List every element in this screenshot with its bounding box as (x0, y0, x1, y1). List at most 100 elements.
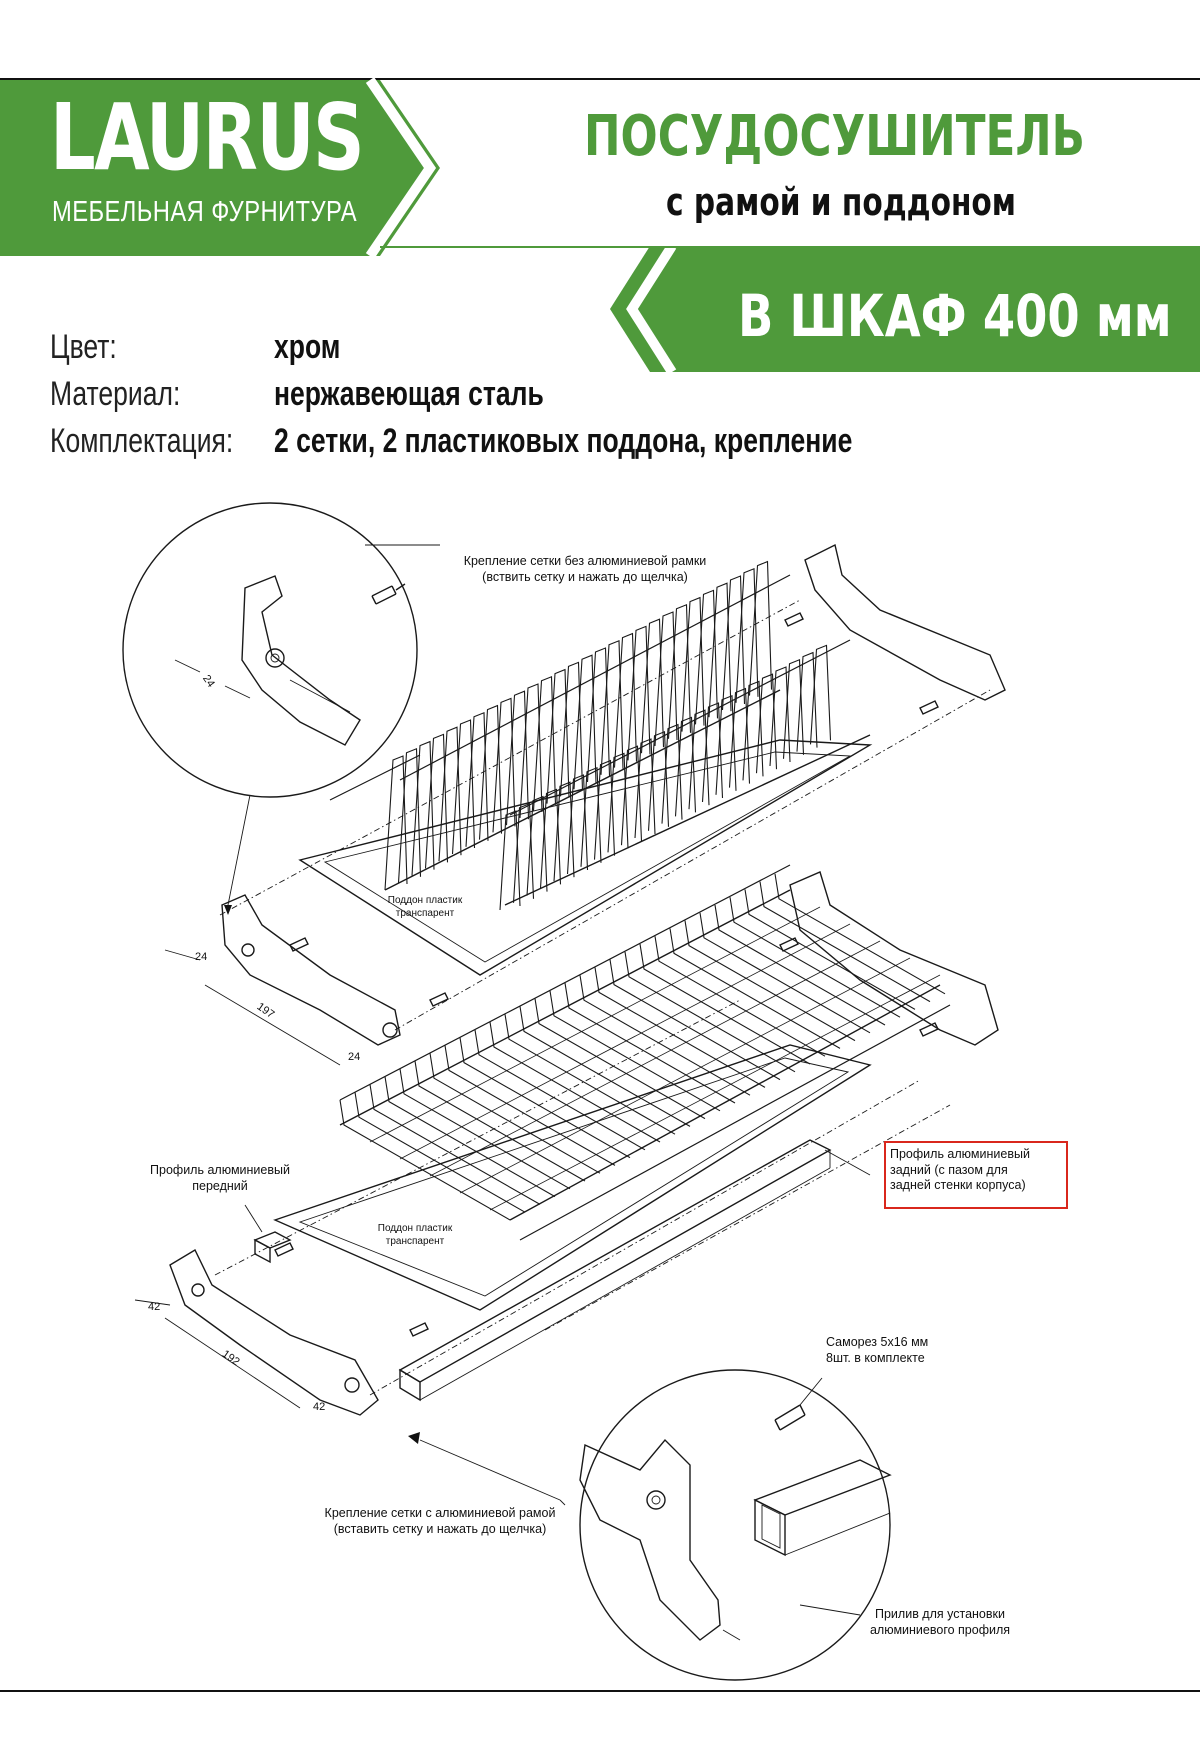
rack-wire (593, 759, 616, 860)
rack-wire (329, 754, 421, 801)
rack-wire (624, 951, 796, 1073)
rack-wire (519, 1004, 951, 1241)
rack-wire (594, 967, 766, 1088)
rack-wire (627, 625, 651, 761)
spec-label: Комплектация: (50, 422, 234, 460)
rack-wire (647, 731, 670, 831)
rack-wire (459, 957, 911, 1194)
rack-wire (489, 1021, 661, 1143)
rack-wire (796, 651, 818, 752)
spec-label: Материал: (50, 375, 181, 413)
rack-wire (384, 689, 781, 891)
rack-wire (564, 982, 736, 1104)
spec-label: Цвет: (50, 328, 117, 366)
front-aluminium-profile (253, 1231, 292, 1264)
cabinet-size-badge: В ШКАФ 400 мм (738, 282, 1172, 350)
rack-wire (339, 889, 791, 1126)
detail-bracket-top (241, 575, 361, 746)
rack-wire (721, 575, 746, 711)
rack-wire (708, 582, 732, 718)
screw-icon (774, 1404, 806, 1431)
rack-wire (769, 666, 791, 767)
lower-plate-rack (339, 864, 951, 1241)
rack-wire (499, 810, 521, 911)
dimension-label: 24 (348, 1051, 360, 1063)
lower-tray (273, 1044, 872, 1311)
rack-wire (688, 709, 710, 810)
rack-wire (444, 1045, 616, 1166)
rack-wire (512, 803, 535, 903)
rack-wire (438, 726, 462, 862)
upper-right-bracket-lower (789, 871, 999, 1046)
rack-wire (424, 733, 449, 869)
rack-wire (654, 611, 678, 747)
rack-wire (504, 1014, 676, 1135)
screw-icon (371, 583, 406, 605)
rack-wire (699, 912, 871, 1034)
rack-wire (559, 661, 584, 797)
rack-wire (539, 788, 562, 889)
rack-wire (701, 702, 724, 803)
note-screws: Саморез 5х16 мм 8шт. в комплекте (826, 1335, 929, 1365)
dimension-label: 197 (255, 1001, 277, 1021)
note-top-mount: Крепление сетки без алюминиевой рамки (в… (463, 554, 707, 584)
rack-wire (667, 603, 692, 739)
spec-value: 2 сетки, 2 пластиковых поддона, креплени… (274, 422, 853, 460)
brand-tagline: МЕБЕЛЬНАЯ ФУРНИТУРА (52, 196, 357, 228)
rack-wire (681, 596, 705, 732)
rack-wire (339, 1099, 511, 1221)
detail-bracket-bottom (579, 1438, 721, 1641)
dimension-label: 24 (200, 673, 217, 690)
rear-aluminium-profile (398, 1139, 832, 1402)
rack-wire (755, 673, 778, 774)
rack-wire (553, 781, 575, 882)
detail-circle-bottom (579, 1369, 891, 1681)
upper-plate-rack (329, 560, 871, 911)
rack-wire (369, 1084, 541, 1205)
rack-wire (549, 990, 721, 1112)
rack-wire (384, 755, 408, 891)
rack-wire (748, 560, 773, 696)
rack-wire (532, 675, 557, 811)
brand-logo: LAURUS (50, 84, 365, 191)
screw-icon (274, 612, 939, 1337)
rack-wire (526, 795, 548, 896)
note-rear-profile: Профиль алюминиевый задний (с пазом для … (890, 1147, 1030, 1193)
rack-wire (634, 738, 656, 839)
note-front-profile: Профиль алюминиевый передний (150, 1163, 290, 1193)
dimension-label: 192 (220, 1348, 242, 1368)
rack-wire (509, 984, 941, 1221)
rack-wire (782, 659, 805, 759)
rack-wire (639, 943, 811, 1065)
rack-wire (399, 1068, 571, 1190)
rear-profile-highlight-box (884, 1141, 1068, 1209)
rack-wire (759, 881, 931, 1003)
rack-wire (620, 745, 643, 846)
rack-wire (586, 647, 611, 783)
spec-value: нержавеющая сталь (274, 375, 544, 413)
upper-left-bracket (221, 894, 401, 1046)
rack-wire (546, 668, 570, 804)
spec-value: хром (274, 328, 341, 366)
rack-wire (661, 723, 683, 824)
rack-wire (478, 704, 503, 840)
dimension-label: 24 (195, 951, 207, 963)
detail-profile-bottom (753, 1459, 892, 1557)
rack-wire (674, 716, 697, 817)
upper-right-bracket-top (804, 543, 1006, 701)
note-lower-tray: Поддон пластик транспарент (377, 1223, 453, 1247)
rack-wire (354, 1092, 526, 1213)
rack-wire (694, 589, 719, 725)
rack-wire (715, 695, 737, 795)
rack-wire (399, 574, 791, 781)
rack-wire (742, 680, 764, 781)
rack-wire (519, 1006, 691, 1127)
rack-wire (728, 687, 751, 788)
rack-wire (505, 690, 530, 826)
rack-wire (654, 936, 826, 1057)
note-profile-lug: Прилив для установки алюминиевого профил… (869, 1607, 1011, 1637)
rack-wire (414, 1060, 586, 1182)
rack-wire (609, 959, 781, 1081)
rack-wire (451, 719, 476, 855)
